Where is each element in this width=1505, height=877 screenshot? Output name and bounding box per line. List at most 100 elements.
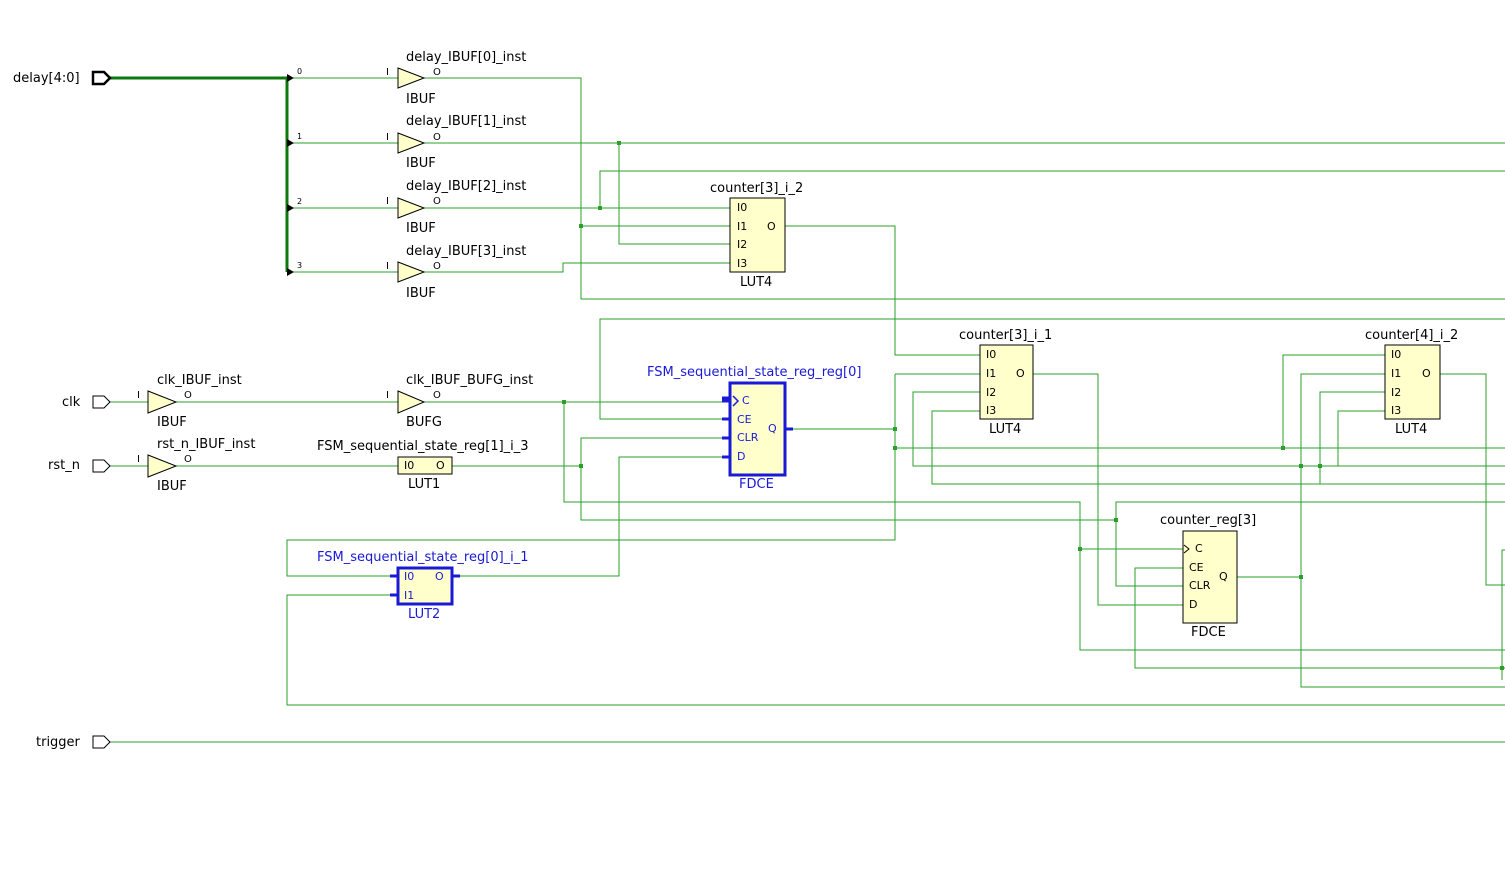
cell-fsm-reg0-i1[interactable]: FSM_sequential_state_reg[0]_i_1 I0 I1 O … bbox=[317, 550, 529, 622]
junctions bbox=[562, 141, 1504, 670]
net-creg-q-up[interactable] bbox=[1300, 373, 1385, 577]
net-right-edge[interactable] bbox=[1501, 549, 1505, 680]
lut-box[interactable] bbox=[396, 566, 454, 606]
pin-label: I bbox=[386, 196, 389, 207]
pin-label: I2 bbox=[986, 386, 996, 399]
buffer-triangle-icon[interactable] bbox=[397, 132, 426, 154]
cell-fsm-reg1-i3[interactable]: FSM_sequential_state_reg[1]_i_3 I0 O LUT… bbox=[317, 439, 529, 492]
bus-rippers: 0 1 2 3 bbox=[287, 67, 302, 276]
net-c3i1-i2[interactable] bbox=[912, 391, 1505, 467]
net-fsm-q-feedback[interactable] bbox=[286, 374, 896, 577]
port-clk[interactable]: clk bbox=[62, 395, 111, 410]
clk-ibuf[interactable]: clk_IBUF_inst I O IBUF bbox=[137, 373, 242, 430]
net-fsm-ce[interactable] bbox=[599, 318, 1505, 420]
pin-label: I1 bbox=[404, 589, 414, 602]
cell-counter-reg3[interactable]: counter_reg[3] C CE CLR D Q FDCE bbox=[1160, 513, 1256, 640]
pin-label: I bbox=[137, 390, 140, 401]
pin-label: I0 bbox=[986, 348, 996, 361]
port-delay[interactable]: delay[4:0] bbox=[13, 70, 112, 86]
port-trigger[interactable]: trigger bbox=[36, 735, 111, 750]
cell-instance-name: rst_n_IBUF_inst bbox=[157, 437, 255, 452]
rst-n-ibuf[interactable]: rst_n_IBUF_inst I O IBUF bbox=[137, 437, 255, 494]
buffer-triangle-icon[interactable] bbox=[397, 261, 426, 283]
pin-label: I bbox=[386, 67, 389, 78]
net-c4i2-i2[interactable] bbox=[1319, 391, 1385, 484]
pin-label: I1 bbox=[986, 367, 996, 380]
pin-label: O bbox=[433, 132, 441, 143]
lut-box[interactable] bbox=[1384, 344, 1441, 420]
bus-bit-label: 1 bbox=[297, 132, 302, 141]
bus-bit-label: 2 bbox=[297, 197, 302, 206]
cell-counter4-i2[interactable]: counter[4]_i_2 I0 I1 I2 I3 O LUT4 bbox=[1365, 328, 1458, 437]
lut-box[interactable] bbox=[729, 197, 786, 273]
pin-label: O bbox=[433, 390, 441, 401]
clock-edge-icon bbox=[732, 395, 740, 407]
net-creg-q[interactable] bbox=[1237, 576, 1505, 688]
port-clk-label: clk bbox=[62, 395, 81, 410]
pin-label: O bbox=[433, 261, 441, 272]
cell-fsm-state-reg0[interactable]: FSM_sequential_state_reg_reg[0] C CE CLR… bbox=[647, 365, 861, 492]
input-port-icon[interactable] bbox=[92, 459, 111, 473]
pin-label: O bbox=[436, 459, 445, 472]
port-rst-n[interactable]: rst_n bbox=[48, 458, 111, 473]
cell-type: IBUF bbox=[157, 415, 187, 430]
net-c4i2-i0[interactable] bbox=[1282, 354, 1385, 448]
pin-label: Q bbox=[768, 422, 777, 435]
net-lut2-out[interactable] bbox=[452, 456, 730, 577]
pin-label: I3 bbox=[986, 404, 996, 417]
lut-box[interactable] bbox=[397, 456, 453, 475]
net-c3i1-i3[interactable] bbox=[931, 410, 1505, 485]
buffer-triangle-icon[interactable] bbox=[147, 390, 178, 414]
pin-label: C bbox=[742, 394, 750, 407]
cell-type: LUT4 bbox=[1395, 422, 1427, 437]
net-c4i2-out[interactable] bbox=[1440, 373, 1505, 586]
cell-instance-name: FSM_sequential_state_reg[1]_i_3 bbox=[317, 439, 529, 454]
buffer-triangle-icon[interactable] bbox=[397, 390, 426, 414]
flipflop-box[interactable] bbox=[1182, 530, 1238, 624]
cell-type: IBUF bbox=[406, 221, 436, 236]
bus-bit-label: 3 bbox=[297, 261, 302, 270]
delay-ibuf-3[interactable]: delay_IBUF[3]_inst I O IBUF bbox=[386, 244, 526, 301]
clk-bufg[interactable]: clk_IBUF_BUFG_inst I O BUFG bbox=[386, 373, 533, 430]
net-c3i2-out[interactable] bbox=[785, 225, 980, 356]
cell-instance-name: delay_IBUF[0]_inst bbox=[406, 50, 526, 65]
net-clk-right[interactable] bbox=[1079, 549, 1505, 651]
buffer-triangle-icon[interactable] bbox=[397, 197, 426, 219]
delay-ibuf-2[interactable]: delay_IBUF[2]_inst I O IBUF bbox=[386, 179, 526, 236]
cell-instance-name: counter_reg[3] bbox=[1160, 513, 1256, 528]
net-c4i2-i3[interactable] bbox=[1337, 410, 1385, 466]
pin-label: I0 bbox=[404, 570, 414, 583]
lut-box[interactable] bbox=[979, 344, 1034, 420]
cell-counter3-i2[interactable]: counter[3]_i_2 I0 I1 I2 I3 O LUT4 bbox=[710, 181, 803, 290]
pin-label: I3 bbox=[1391, 404, 1401, 417]
cell-type: LUT1 bbox=[408, 477, 440, 492]
net-rst-right[interactable] bbox=[1115, 501, 1505, 520]
input-port-icon[interactable] bbox=[91, 70, 112, 86]
pin-label: I0 bbox=[404, 459, 414, 472]
net-delay2-branch[interactable] bbox=[599, 170, 1505, 208]
net-c3i1-out[interactable] bbox=[1033, 373, 1183, 606]
cell-instance-name: counter[3]_i_1 bbox=[959, 328, 1052, 343]
net-delay1-to-i2[interactable] bbox=[618, 143, 730, 245]
delay-ibuf-1[interactable]: delay_IBUF[1]_inst I O IBUF bbox=[386, 114, 526, 171]
net-clk-to-counter[interactable] bbox=[563, 402, 1183, 550]
net-delay0-out[interactable] bbox=[424, 77, 1505, 300]
net-delay3-out[interactable] bbox=[424, 262, 730, 273]
pin-label: D bbox=[1189, 598, 1197, 611]
delay-ibuf-0[interactable]: delay_IBUF[0]_inst I O IBUF bbox=[386, 50, 526, 107]
pin-label: I0 bbox=[1391, 348, 1401, 361]
delay-bus[interactable] bbox=[110, 76, 289, 272]
cell-type: LUT4 bbox=[989, 422, 1021, 437]
cell-counter3-i1[interactable]: counter[3]_i_1 I0 I1 I2 I3 O LUT4 bbox=[959, 328, 1052, 437]
buffer-triangle-icon[interactable] bbox=[147, 454, 178, 478]
input-port-icon[interactable] bbox=[92, 735, 111, 749]
net-creg-ce[interactable] bbox=[1134, 567, 1505, 669]
net-rst-clr[interactable] bbox=[580, 437, 730, 466]
buffer-triangle-icon[interactable] bbox=[397, 67, 426, 89]
net-lut2-i1[interactable] bbox=[286, 594, 1505, 706]
flipflop-box[interactable] bbox=[728, 381, 787, 477]
cell-instance-name: counter[3]_i_2 bbox=[710, 181, 803, 196]
input-port-icon[interactable] bbox=[92, 395, 111, 409]
pin-label: O bbox=[433, 196, 441, 207]
